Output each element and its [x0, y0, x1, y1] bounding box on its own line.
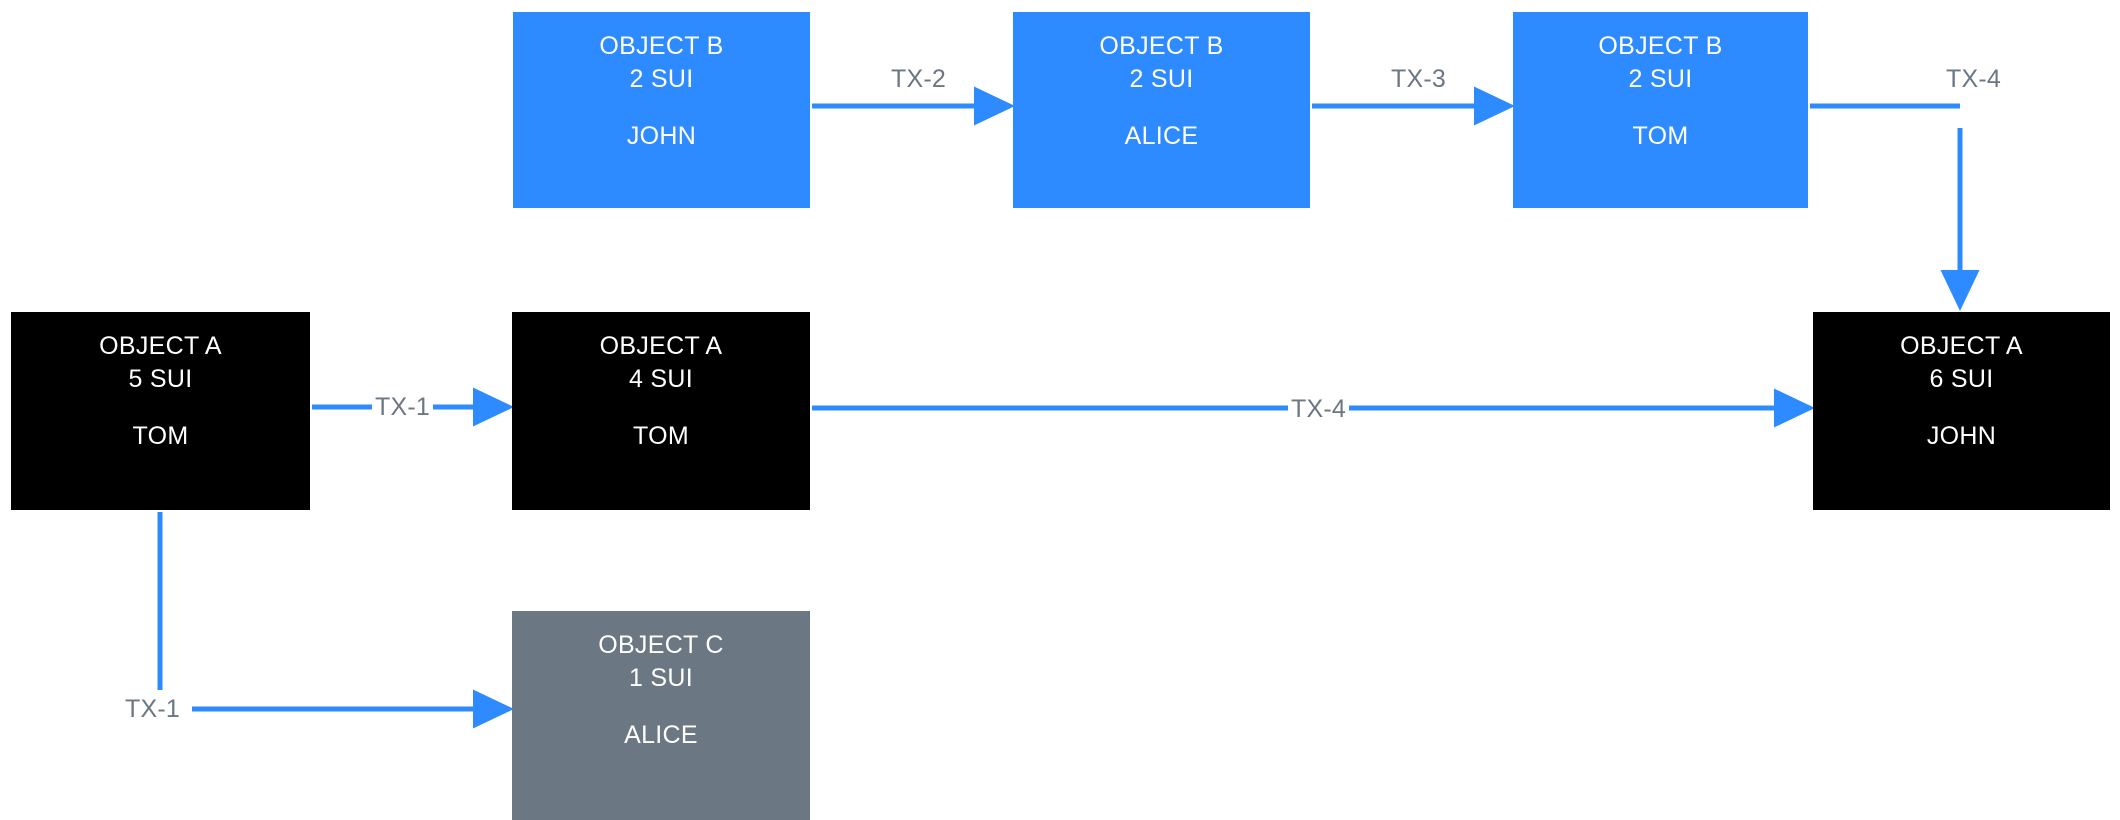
node-object-owner: JOHN [1926, 422, 1997, 450]
node-object-amount: 5 SUI [128, 365, 193, 393]
node-object-name: OBJECT A [1900, 332, 2023, 360]
node-object-owner: JOHN [626, 122, 697, 150]
node-object-name: OBJECT A [599, 332, 723, 360]
edge-label-tx1-a: TX-1 [372, 395, 433, 420]
node-object-amount: 2 SUI [1628, 65, 1693, 93]
node-object-owner: ALICE [624, 721, 698, 749]
node-object-owner: TOM [633, 422, 689, 450]
edge-label-tx4-top: TX-4 [1943, 67, 2004, 92]
edge-label-tx3: TX-3 [1388, 67, 1449, 92]
node-object-amount: 2 SUI [1129, 65, 1194, 93]
node-object-c-alice[interactable]: OBJECT C 1 SUI ALICE [512, 611, 810, 820]
node-object-owner: TOM [132, 422, 189, 450]
node-object-b-alice[interactable]: OBJECT B 2 SUI ALICE [1013, 12, 1310, 208]
node-object-b-tom[interactable]: OBJECT B 2 SUI TOM [1513, 12, 1808, 208]
edge-label-tx2: TX-2 [888, 67, 949, 92]
edge-label-tx4-mid: TX-4 [1288, 397, 1349, 422]
node-object-name: OBJECT B [599, 32, 724, 60]
node-object-owner: ALICE [1124, 122, 1199, 150]
node-object-name: OBJECT C [598, 631, 724, 659]
node-object-a-john-6sui[interactable]: OBJECT A 6 SUI JOHN [1813, 312, 2110, 510]
node-object-name: OBJECT B [1598, 32, 1723, 60]
node-object-a-tom-4sui[interactable]: OBJECT A 4 SUI TOM [512, 312, 810, 510]
node-object-name: OBJECT B [1099, 32, 1224, 60]
node-object-amount: 4 SUI [628, 365, 694, 393]
node-object-amount: 6 SUI [1929, 365, 1994, 393]
edge-label-tx1-c: TX-1 [122, 697, 183, 722]
node-object-amount: 1 SUI [628, 664, 694, 692]
node-object-owner: TOM [1632, 122, 1689, 150]
node-object-amount: 2 SUI [629, 65, 694, 93]
node-object-name: OBJECT A [99, 332, 222, 360]
node-object-a-tom-5sui[interactable]: OBJECT A 5 SUI TOM [11, 312, 310, 510]
node-object-b-john[interactable]: OBJECT B 2 SUI JOHN [513, 12, 810, 208]
